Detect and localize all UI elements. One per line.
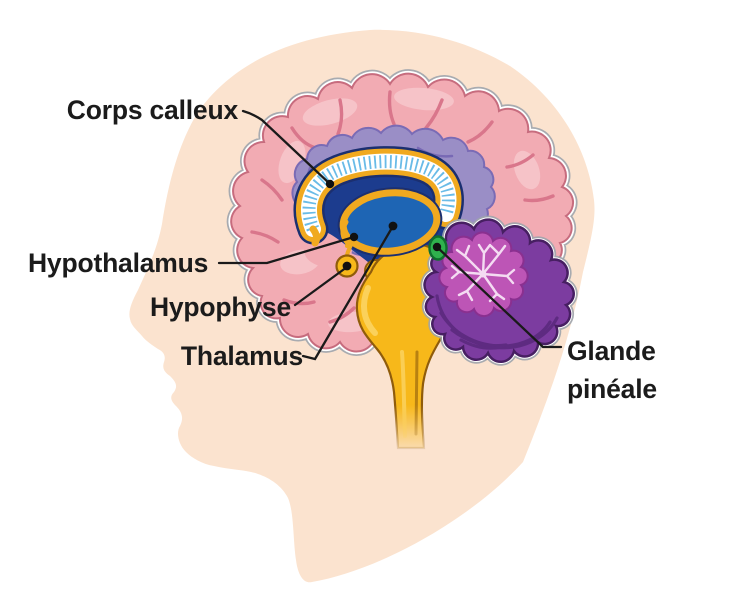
label-thalamus: Thalamus xyxy=(180,341,303,371)
thalamus-ring xyxy=(337,187,443,257)
leader-thalamus xyxy=(301,224,395,361)
cord-shade xyxy=(414,350,419,436)
leader-hypophyse xyxy=(293,265,349,307)
dot-glande-pineale xyxy=(432,242,442,252)
arbor-vitae xyxy=(450,243,516,303)
cerebellum-folia-ridges xyxy=(435,294,559,350)
pons-highlight xyxy=(360,285,378,336)
dot-hypothalamus xyxy=(349,232,359,242)
dot-corps-calleux xyxy=(325,179,335,189)
dot-thalamus xyxy=(388,221,398,231)
corpus-callosum xyxy=(293,146,464,247)
leader-glande-pineale xyxy=(435,245,563,349)
dot-hypophyse xyxy=(342,261,352,271)
rostrum xyxy=(309,225,321,247)
corpus-callosum-striations xyxy=(302,155,455,232)
leader-lines xyxy=(217,109,563,361)
label-glande-pineale-line1: Glande xyxy=(567,336,656,366)
label-glande-pineale-line2: pinéale xyxy=(567,374,657,404)
cord-highlight xyxy=(400,350,407,438)
leader-hypothalamus xyxy=(217,235,356,265)
label-hypophyse: Hypophyse xyxy=(149,292,291,322)
label-glande-pineale: Glande pinéale xyxy=(567,332,657,408)
cortex-sulci xyxy=(250,90,555,324)
label-hypothalamus: Hypothalamus xyxy=(28,248,209,278)
label-corps-calleux: Corps calleux xyxy=(66,95,238,125)
leader-corps-calleux xyxy=(241,109,332,186)
